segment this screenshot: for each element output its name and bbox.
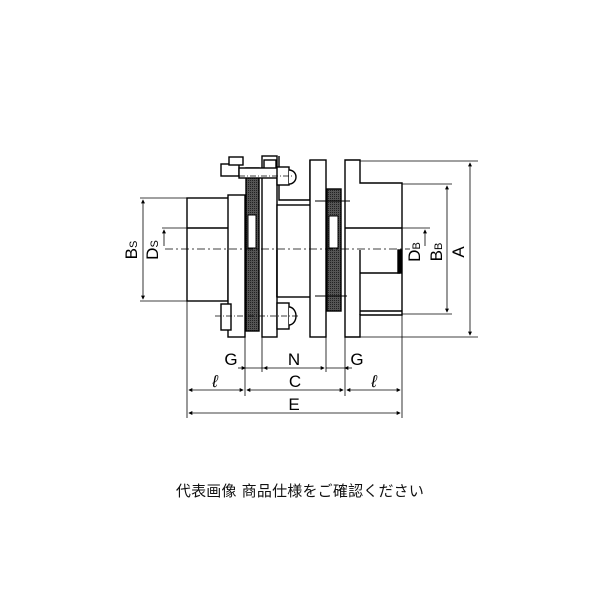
bottom-bolt (215, 302, 300, 331)
svg-text:A: A (449, 246, 468, 258)
svg-text:DB: DB (405, 242, 424, 262)
left-hub-flange (227, 194, 246, 338)
label-a: A (449, 246, 468, 258)
label-l-right: ℓ (370, 372, 377, 391)
label-c: C (289, 372, 301, 391)
svg-text:BB: BB (427, 243, 446, 262)
label-g-left: G (224, 350, 237, 369)
label-db: DB (405, 242, 424, 262)
svg-text:BS: BS (122, 241, 141, 260)
label-ds: DS (143, 240, 162, 260)
top-bolt (220, 156, 297, 186)
label-e: E (288, 395, 299, 414)
spacer-left-flange (261, 155, 278, 338)
spacer-right-flange (309, 159, 327, 338)
left-disc-pack (245, 167, 260, 332)
label-l-left: ℓ (211, 372, 218, 391)
label-g-right: G (350, 350, 363, 369)
right-disc-pack (326, 188, 342, 312)
label-n: N (288, 350, 300, 369)
left-hub (186, 197, 233, 302)
label-bs: BS (122, 241, 141, 260)
spacer-body (276, 204, 314, 298)
caption: 代表画像 商品仕様をご確認ください (175, 482, 425, 500)
label-bb: BB (427, 243, 446, 262)
right-pins (315, 200, 350, 297)
svg-text:DS: DS (143, 240, 162, 260)
dimension-lines (140, 160, 478, 418)
